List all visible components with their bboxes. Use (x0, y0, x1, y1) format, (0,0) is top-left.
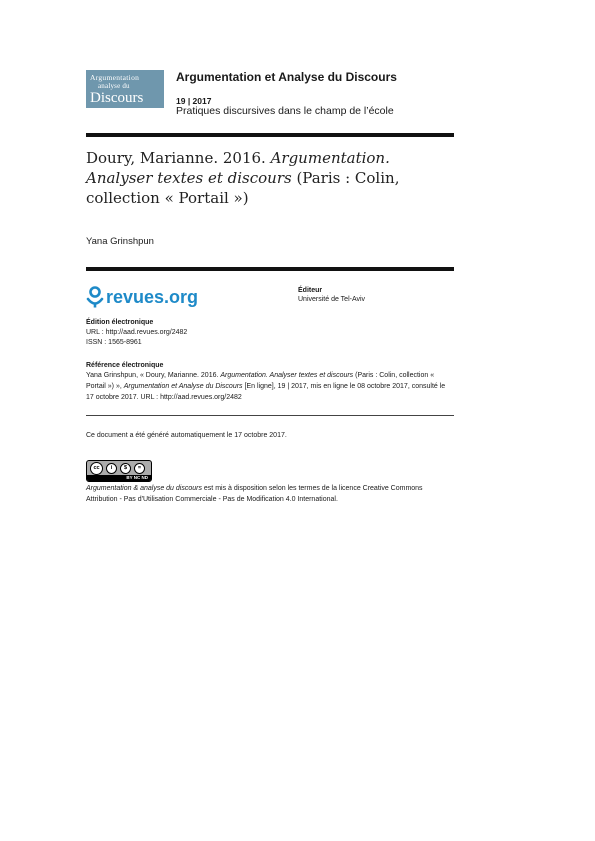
article-author: Yana Grinshpun (86, 236, 154, 247)
title-divider (86, 267, 454, 271)
reference-divider (86, 415, 454, 416)
revues-person-icon (86, 286, 104, 308)
logo-line-3: Discours (90, 90, 144, 106)
issn: ISSN : 1565-8961 (86, 339, 142, 346)
journal-title: Argumentation et Analyse du Discours (176, 70, 397, 84)
attribution-icon: i (106, 463, 117, 474)
creative-commons-badge[interactable]: cc i $ = BY NC ND (86, 460, 152, 482)
generated-note: Ce document a été généré automatiquement… (86, 432, 287, 439)
issue-number: 19 | 2017 (176, 96, 212, 106)
logo-line-2: analyse du (98, 82, 130, 90)
license-journal-name: Argumentation & analyse du discours (86, 485, 202, 492)
license-text: Argumentation & analyse du discours est … (86, 483, 454, 505)
article-url[interactable]: URL : http://aad.revues.org/2482 (86, 329, 188, 336)
editor-value: Université de Tel-Aviv (298, 296, 366, 303)
electronic-reference-text: Yana Grinshpun, « Doury, Marianne. 2016.… (86, 370, 454, 403)
reference-part-3: [En ligne], 19 | 2017, mis en ligne le 0… (86, 383, 446, 401)
issue-title: Pratiques discursives dans le champ de l… (176, 105, 394, 117)
electronic-edition-label: Édition électronique (86, 319, 154, 326)
cc-badge-strip: BY NC ND (87, 475, 151, 481)
reference-italic-1: Argumentation. Analyser textes et discou… (220, 372, 354, 379)
no-derivatives-icon: = (134, 463, 145, 474)
license-terms: est mis à disposition selon les termes d… (86, 485, 423, 503)
reference-italic-2: Argumentation et Analyse du Discours (123, 383, 243, 390)
cc-icon: cc (90, 462, 103, 475)
reference-part-2: (Paris : Colin, collection « Portail ») … (86, 372, 435, 390)
revues-org-logo[interactable]: revues.org (86, 285, 198, 309)
non-commercial-icon: $ (120, 463, 131, 474)
article-title-part-1: Doury, Marianne. 2016. (86, 149, 271, 167)
journal-logo: Argumentation analyse du Discours (86, 70, 164, 108)
electronic-reference-label: Référence électronique (86, 362, 164, 369)
logo-line-1: Argumentation (90, 73, 140, 82)
header-divider (86, 133, 454, 137)
article-title-part-2: (Paris : Colin, collection « Portail ») (86, 169, 400, 207)
editor-label: Éditeur (298, 287, 323, 294)
article-title: Doury, Marianne. 2016. Argumentation. An… (86, 148, 446, 208)
article-title-italic: Argumentation. Analyser textes et discou… (86, 149, 390, 187)
reference-part-1: Yana Grinshpun, « Doury, Marianne. 2016. (86, 372, 221, 379)
revues-org-label: revues.org (106, 286, 199, 307)
